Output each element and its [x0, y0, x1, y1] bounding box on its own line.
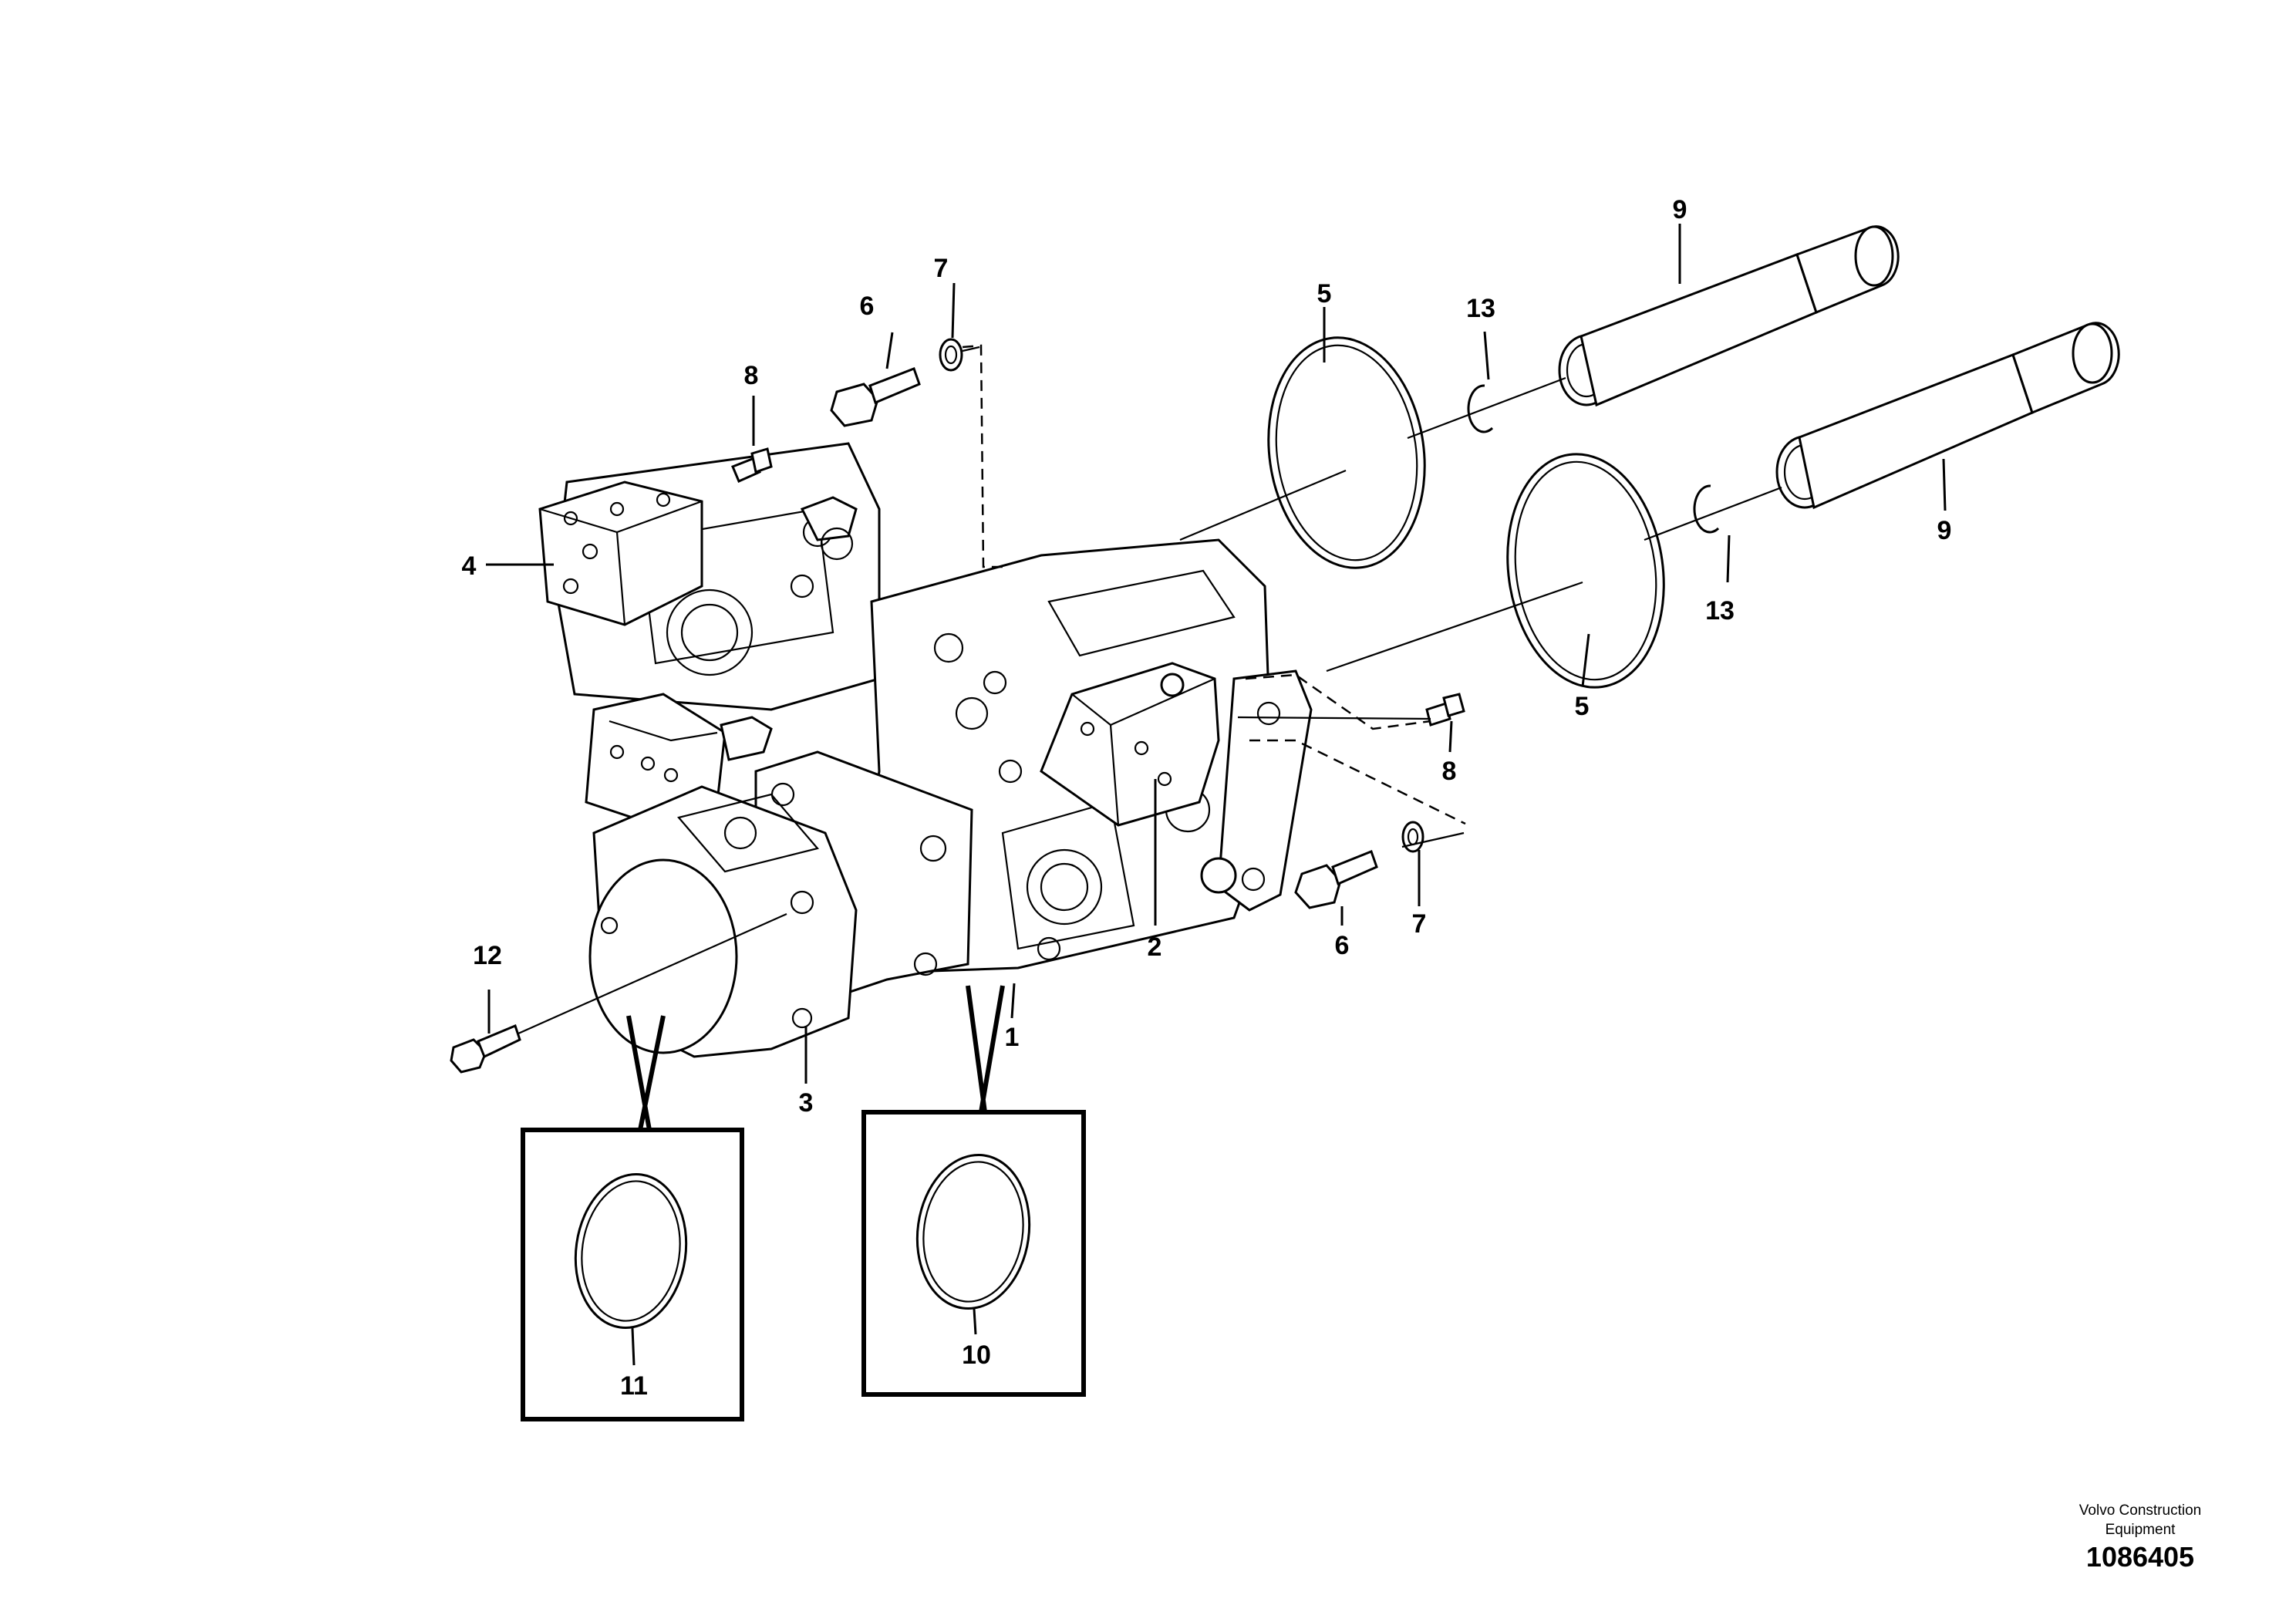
callout-10: 10 [962, 1340, 991, 1370]
callout-12: 12 [473, 941, 502, 970]
callout-9-lower: 9 [1937, 516, 1952, 545]
o-ring-5-upper [1267, 336, 1426, 569]
credit-line-1: Volvo Construction [2079, 1502, 2202, 1519]
o-ring-5-lower [1506, 453, 1665, 689]
snap-ring-13-upper [1467, 384, 1494, 433]
callout-5-lower: 5 [1575, 692, 1590, 721]
callout-7-top: 7 [934, 254, 949, 283]
callout-7-bottom: 7 [1412, 909, 1427, 939]
inset-box-10 [861, 985, 1086, 1397]
callout-13-upper: 13 [1466, 294, 1495, 323]
fitting-8-top [731, 447, 773, 483]
screw-12 [450, 1023, 521, 1074]
callout-9-upper: 9 [1673, 195, 1687, 224]
fitting-8-right [1425, 693, 1465, 727]
bolt-6-top [830, 367, 921, 427]
inset-box-11 [521, 1015, 744, 1421]
washer-7-top [939, 338, 963, 372]
callout-13-lower: 13 [1705, 596, 1735, 626]
callout-8-right: 8 [1442, 757, 1457, 786]
callout-labels: 1 2 3 4 5 5 6 6 7 7 8 8 9 9 10 11 12 13 … [462, 195, 1952, 1401]
credit-line-2: Equipment [2105, 1522, 2176, 1538]
callout-4: 4 [462, 551, 477, 581]
leader-lines [486, 224, 1947, 1366]
callout-6-bottom: 6 [1335, 931, 1350, 960]
callout-2: 2 [1148, 932, 1162, 962]
control-valve-2 [1040, 662, 1220, 827]
dashed-reference-lines [962, 344, 1466, 825]
callout-6-top: 6 [860, 292, 875, 321]
figure-number: 1086405 [2085, 1541, 2195, 1573]
callout-8-top: 8 [744, 361, 759, 390]
callout-11: 11 [620, 1371, 648, 1401]
washer-7-bottom [1401, 821, 1424, 853]
bolt-6-bottom [1294, 850, 1378, 909]
callout-1: 1 [1005, 1023, 1020, 1052]
control-valve-4 [538, 481, 703, 626]
snap-ring-13-lower [1693, 484, 1720, 534]
shaft-9-upper [1558, 225, 1900, 407]
shaft-9-lower [1775, 322, 2120, 510]
callout-5-upper: 5 [1317, 279, 1332, 309]
publisher-credit: Volvo Construction Equipment 1086405 [2025, 1501, 2256, 1575]
callout-3: 3 [799, 1088, 814, 1118]
auxiliary-pump-3 [585, 693, 973, 1058]
